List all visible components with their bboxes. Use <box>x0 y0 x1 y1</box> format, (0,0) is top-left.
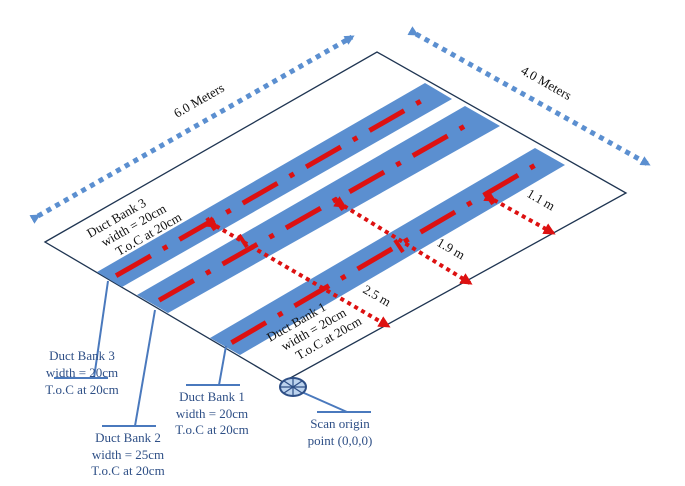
bank2-callout-leader <box>134 309 156 427</box>
bank3-callout-line3: T.o.C at 20cm <box>45 382 118 397</box>
bank2-callout: Duct Bank 2 width = 25cm T.o.C at 20cm <box>78 430 178 480</box>
origin-callout-line1: Scan origin <box>310 416 370 431</box>
origin-callout: Scan origin point (0,0,0) <box>290 416 390 449</box>
bank2-callout-line2: width = 25cm <box>91 446 165 462</box>
length-dimension-label: 6.0 Meters <box>171 80 227 121</box>
scan-origin-icon <box>279 377 307 397</box>
bank3-callout-line1: Duct Bank 3 <box>49 348 115 363</box>
offset-arrow-1-9m <box>333 196 473 285</box>
length-dimension-arrow <box>29 34 355 224</box>
offset-arrow-2-5m <box>205 216 391 328</box>
bank1-callout-line2: width = 20cm <box>175 405 249 421</box>
bank3-callout-line2: width = 20cm <box>46 365 118 380</box>
offset-arrow-1-1m <box>483 190 556 235</box>
origin-callout-line2: point (0,0,0) <box>307 432 373 448</box>
bank2-callout-line1: Duct Bank 2 <box>95 430 161 445</box>
bank3-callout-leader <box>93 280 109 379</box>
bank1-callout: Duct Bank 1 width = 20cm T.o.C at 20cm <box>162 389 262 439</box>
width-dimension-label: 4.0 Meters <box>519 63 575 103</box>
bank1-callout-line1: Duct Bank 1 <box>179 389 245 404</box>
bank1-callout-leader <box>218 345 227 386</box>
bank2-callout-line3: T.o.C at 20cm <box>91 463 165 478</box>
width-dimension-arrow <box>407 26 651 167</box>
bank1-callout-line3: T.o.C at 20cm <box>175 422 249 437</box>
